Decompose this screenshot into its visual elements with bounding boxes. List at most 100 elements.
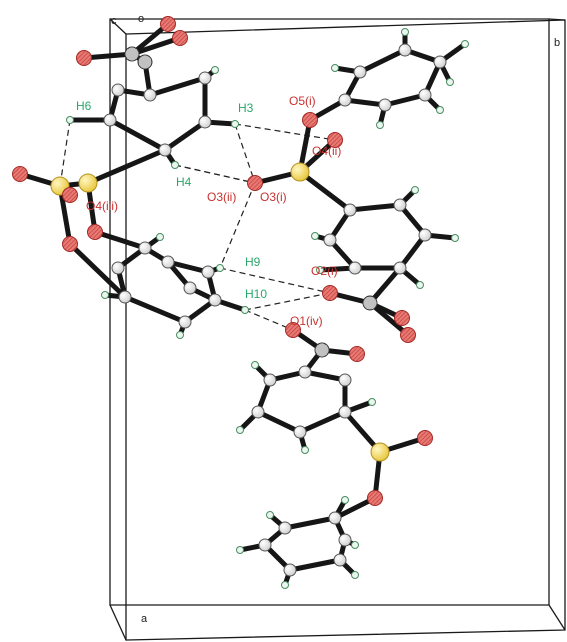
carbon-atom xyxy=(178,315,192,329)
bond-line xyxy=(382,92,428,108)
hydrogen-atom xyxy=(461,40,469,48)
hydrogen-atom xyxy=(351,541,359,549)
hydrogen-atom xyxy=(266,511,274,519)
carbon-atom xyxy=(338,93,352,107)
oxygen-atom xyxy=(62,236,78,252)
hydrogen-atom xyxy=(156,233,164,241)
carbon-atom xyxy=(418,228,432,242)
oxygen-atom xyxy=(367,490,383,506)
bond-line xyxy=(302,369,348,383)
oxygen-atom xyxy=(247,175,263,191)
carbon-atom xyxy=(263,373,277,387)
oxygen-atom xyxy=(349,346,365,362)
bond-line xyxy=(255,409,303,435)
hydrogen-atom xyxy=(376,121,384,129)
label-h4: H4 xyxy=(176,175,192,189)
hydrogen-atom xyxy=(301,446,309,454)
bond-line xyxy=(357,47,408,75)
hydrogen-atom xyxy=(241,306,249,314)
label-o5i: O5(i) xyxy=(289,94,316,108)
carbon-atom xyxy=(433,55,447,69)
carbon-atom xyxy=(198,71,212,85)
hydrogen-atom xyxy=(331,64,339,72)
hydrogen-bond-line xyxy=(234,123,336,141)
unit-cell xyxy=(109,18,566,641)
hydrogen-atom xyxy=(316,266,324,274)
hydrogen-bond-line xyxy=(244,309,294,331)
hydrogen-atom xyxy=(436,106,444,114)
bond-line xyxy=(297,169,353,213)
nitrogen-atom xyxy=(362,295,378,311)
carbon-atom xyxy=(323,233,337,247)
bond-line xyxy=(81,51,135,61)
label-h9: H9 xyxy=(245,255,261,269)
bond-line xyxy=(129,35,183,57)
hydrogen-atom xyxy=(171,161,179,169)
sulfur-atom xyxy=(370,442,390,462)
hydrogen-atom xyxy=(341,496,349,504)
oxygen-atom xyxy=(76,50,92,66)
bond-line xyxy=(367,265,403,306)
bond-line xyxy=(122,294,188,325)
axis-label-c: c xyxy=(111,15,117,27)
carbon-atom xyxy=(258,538,272,552)
sulfur-atom xyxy=(78,173,98,193)
label-o3i: O3(i) xyxy=(260,190,287,204)
carbon-atom xyxy=(338,405,352,419)
bond-line xyxy=(57,183,73,247)
carbon-atom xyxy=(338,533,352,547)
oxygen-atom xyxy=(327,132,343,148)
nitrogen-atom xyxy=(314,342,330,358)
carbon-atom xyxy=(393,198,407,212)
hydrogen-atom xyxy=(231,120,239,128)
carbon-atom xyxy=(278,521,292,535)
unit-cell-edge xyxy=(109,18,127,35)
bond-line xyxy=(147,75,208,98)
carbon-atom xyxy=(251,405,265,419)
hydrogen-atom xyxy=(401,28,409,36)
bond-line xyxy=(367,300,411,338)
carbon-atom xyxy=(143,88,157,102)
bond-line xyxy=(297,409,348,435)
carbon-atom xyxy=(158,143,172,157)
hydrogen-bond-line xyxy=(59,119,71,187)
oxygen-atom xyxy=(172,30,188,46)
hydrogen-bond-line xyxy=(234,123,256,184)
carbon-atom xyxy=(283,563,297,577)
label-o3ii: O3(ii) xyxy=(207,190,236,204)
oxygen-atom xyxy=(322,285,338,301)
carbon-atom xyxy=(343,203,357,217)
label-h10: H10 xyxy=(245,287,267,301)
hydrogen-bond-line xyxy=(219,182,256,269)
carbon-atom xyxy=(378,98,392,112)
axis-label-a: a xyxy=(141,613,148,625)
hydrogen-atom xyxy=(176,331,184,339)
hydrogen-atom xyxy=(416,281,424,289)
oxygen-atom xyxy=(394,310,410,326)
oxygen-atom xyxy=(302,112,318,128)
bond-line xyxy=(342,97,388,108)
bond-line xyxy=(162,119,208,153)
oxygen-atom xyxy=(160,16,176,32)
label-h6: H6 xyxy=(76,99,92,113)
unit-cell-edge xyxy=(548,18,566,21)
hydrogen-atom xyxy=(281,581,289,589)
hydrogen-bond-line xyxy=(244,292,331,311)
bond-line xyxy=(397,202,428,238)
axis-label-origin: o xyxy=(138,13,144,25)
carbon-atom xyxy=(161,255,175,269)
bond-line xyxy=(67,241,128,300)
hydrogen-bond-line xyxy=(219,267,331,294)
bond-line xyxy=(282,515,338,531)
atoms xyxy=(12,16,469,589)
carbon-atom xyxy=(338,373,352,387)
label-o4iii: O4(iii) xyxy=(86,199,118,213)
carbon-atom xyxy=(118,290,132,304)
bond-line xyxy=(165,259,211,275)
bond-line xyxy=(92,229,148,251)
label-h3: H3 xyxy=(238,101,254,115)
oxygen-atom xyxy=(285,322,301,338)
axis-label-b: b xyxy=(554,37,560,49)
